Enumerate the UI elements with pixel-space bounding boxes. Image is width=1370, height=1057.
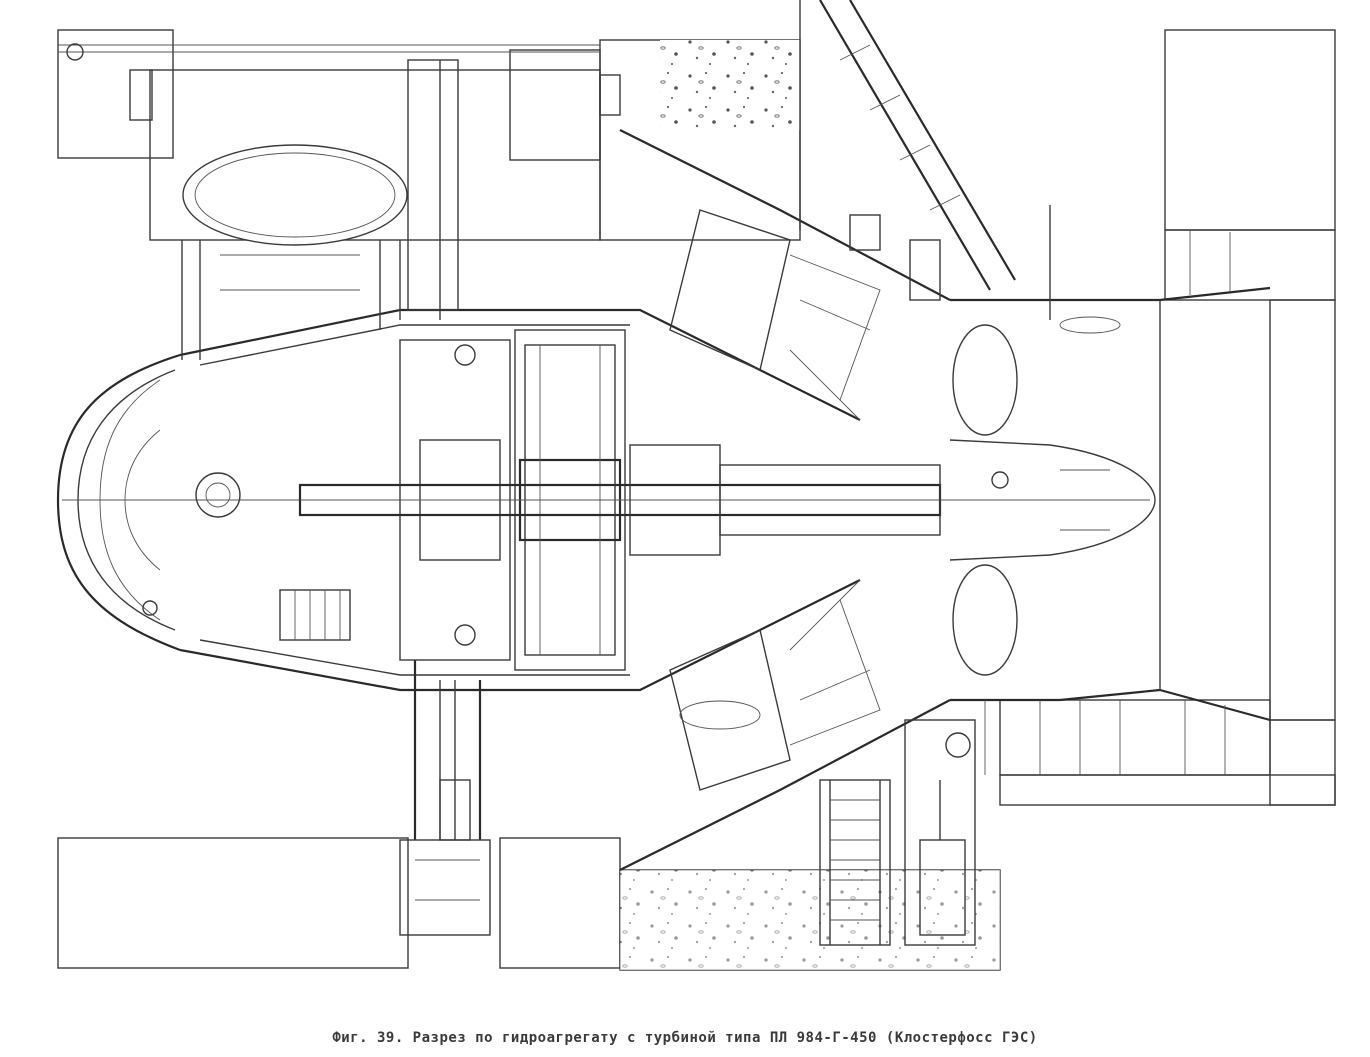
figure-caption: Фиг. 39. Разрез по гидроагрегату с турби… — [332, 1030, 1038, 1046]
main-shaft — [298, 444, 1150, 556]
runner — [949, 205, 1161, 702]
lower-stair-shaft — [819, 719, 976, 946]
upper-inclined-ladder — [799, 0, 1016, 301]
top-right-hatched-wall — [1164, 29, 1336, 721]
lower-oil-pipe-column — [399, 660, 491, 936]
guide-vanes — [619, 129, 951, 871]
hydro-unit-section-drawing — [56, 0, 1336, 971]
bottom-foundation — [57, 699, 1336, 971]
draft-tube — [984, 230, 1271, 775]
top-left-concrete — [57, 29, 801, 241]
access-shaft — [58, 43, 621, 360]
